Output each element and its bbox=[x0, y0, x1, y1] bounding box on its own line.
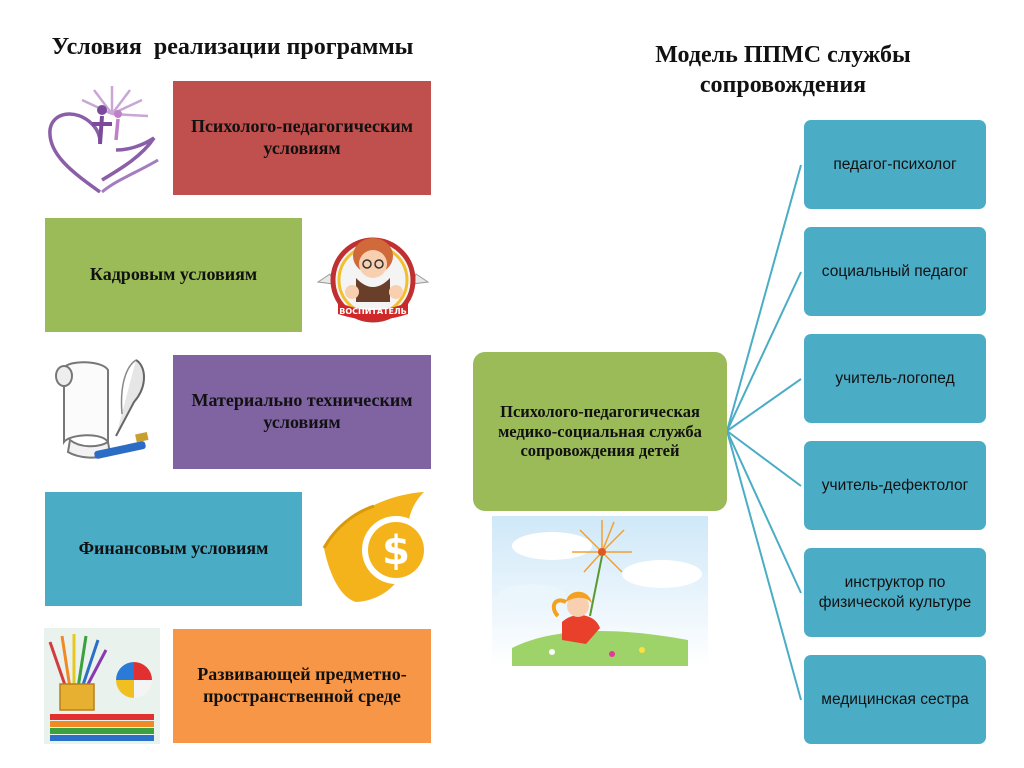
specialist-pe-instructor: инструктор по физической культуре bbox=[804, 548, 986, 637]
connector-line bbox=[726, 271, 802, 432]
badge-text: ВОСПИТАТЕЛЬ bbox=[339, 307, 406, 316]
condition-finance: Финансовым условиям bbox=[45, 492, 302, 606]
condition-psych-ped: Психолого-педагогическим условиям bbox=[173, 81, 431, 195]
heart-hands-icon bbox=[48, 86, 159, 194]
girl-dandelion-icon bbox=[492, 516, 708, 666]
teacher-badge-icon: ВОСПИТАТЕЛЬ bbox=[316, 237, 430, 323]
specialist-psychologist: педагог-психолог bbox=[804, 120, 986, 209]
connector-line bbox=[726, 164, 802, 432]
specialist-speech-therapist: учитель-логопед bbox=[804, 334, 986, 423]
connector-line bbox=[726, 378, 802, 432]
specialist-defectologist: учитель-дефектолог bbox=[804, 441, 986, 530]
condition-material: Материально техническим условиям bbox=[173, 355, 431, 469]
dollar-coin-icon: $ bbox=[322, 492, 430, 602]
connector-line bbox=[726, 430, 802, 487]
svg-text:$: $ bbox=[382, 528, 410, 574]
scroll-quill-icon bbox=[55, 359, 149, 459]
right-title: Модель ППМС службы сопровождения bbox=[655, 42, 911, 98]
connector-line bbox=[726, 430, 802, 594]
pencils-toys-icon bbox=[44, 628, 160, 744]
specialist-nurse: медицинская сестра bbox=[804, 655, 986, 744]
connector-line bbox=[726, 430, 802, 701]
left-title: Условия реализации программы bbox=[51, 34, 414, 60]
condition-environment: Развивающей предметно-пространственной с… bbox=[173, 629, 431, 743]
service-hub: Психолого-педагогическая медико-социальн… bbox=[473, 352, 727, 511]
specialist-social-teacher: социальный педагог bbox=[804, 227, 986, 316]
condition-staff: Кадровым условиям bbox=[45, 218, 302, 332]
